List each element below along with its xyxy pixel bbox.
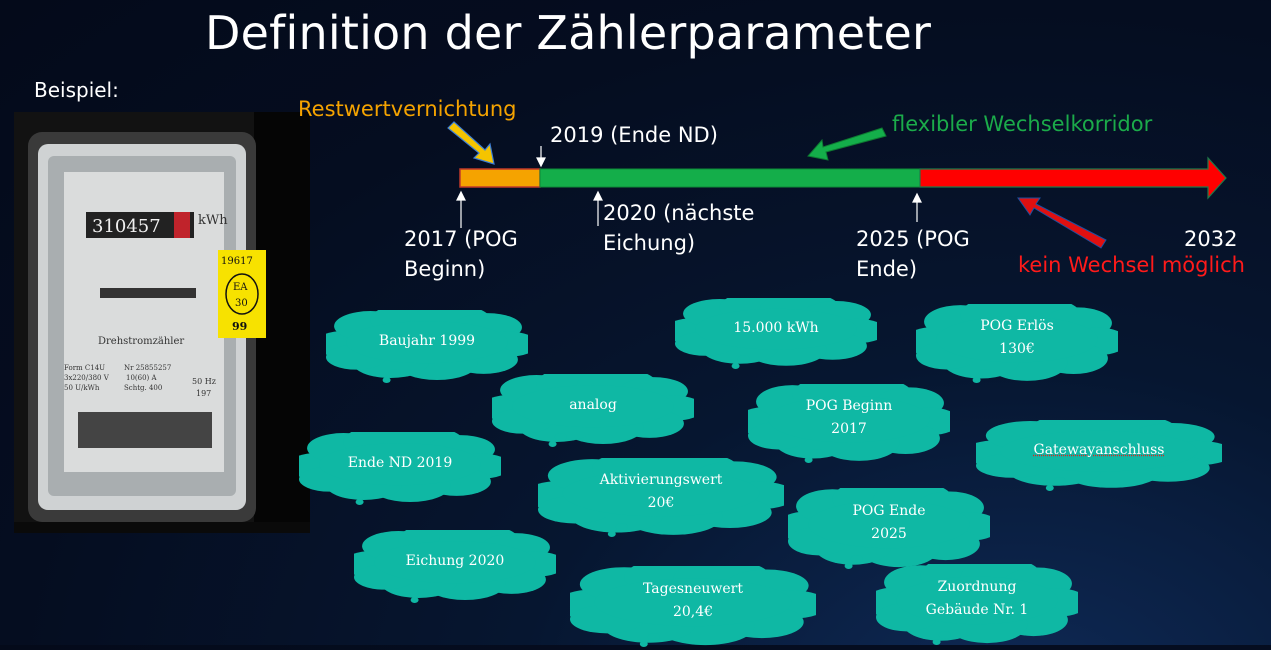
cloud-pog-beginn-line-2: 2017 xyxy=(748,418,950,441)
cloud-pog-erloes: POG Erlös130€ xyxy=(916,304,1118,386)
cloud-pog-ende-line-2: 2025 xyxy=(788,523,990,546)
callout-arrow-kein-wechsel xyxy=(1018,198,1106,248)
cloud-pog-ende: POG Ende2025 xyxy=(788,488,990,572)
pointer-eichung xyxy=(594,192,602,226)
cloud-aktivierung-line-1: Aktivierungswert xyxy=(538,469,784,492)
cloud-tagesneuwert-line-2: 20,4€ xyxy=(570,601,816,624)
cloud-kwh: 15.000 kWh xyxy=(675,298,877,372)
cloud-zuordnung-line-1: Zuordnung xyxy=(876,576,1078,599)
cloud-pog-ende-line-1: POG Ende xyxy=(788,500,990,523)
pointer-pog-ende xyxy=(913,194,921,222)
cloud-gateway: Gatewayanschluss xyxy=(976,420,1222,494)
cloud-tagesneuwert-line-1: Tagesneuwert xyxy=(570,578,816,601)
kein-wechsel-arrow xyxy=(920,158,1226,198)
cloud-pog-erloes-line-1: POG Erlös xyxy=(916,315,1118,338)
cloud-zuordnung: ZuordnungGebäude Nr. 1 xyxy=(876,564,1078,648)
cloud-ende-nd: Ende ND 2019 xyxy=(299,432,501,508)
cloud-aktivierung: Aktivierungswert20€ xyxy=(538,458,784,540)
cloud-ende-nd-line-1: Ende ND 2019 xyxy=(299,452,501,475)
cloud-pog-beginn-line-1: POG Beginn xyxy=(748,395,950,418)
cloud-baujahr-line-1: Baujahr 1999 xyxy=(326,330,528,353)
pointer-pog-beginn xyxy=(457,192,465,228)
cloud-analog: analog xyxy=(492,374,694,450)
cloud-gateway-line-1: Gatewayanschluss xyxy=(976,439,1222,462)
cloud-eichung-line-1: Eichung 2020 xyxy=(354,550,556,573)
cloud-tagesneuwert: Tagesneuwert20,4€ xyxy=(570,566,816,650)
pointer-ende-nd xyxy=(537,146,545,166)
callout-arrow-restwert xyxy=(448,122,494,164)
cloud-pog-beginn: POG Beginn2017 xyxy=(748,384,950,466)
cloud-pog-erloes-line-2: 130€ xyxy=(916,338,1118,361)
cloud-kwh-line-1: 15.000 kWh xyxy=(675,317,877,340)
restwert-segment xyxy=(460,169,540,187)
cloud-eichung: Eichung 2020 xyxy=(354,530,556,606)
cloud-aktivierung-line-2: 20€ xyxy=(538,492,784,515)
cloud-zuordnung-line-2: Gebäude Nr. 1 xyxy=(876,599,1078,622)
korridor-segment xyxy=(540,169,920,187)
cloud-analog-line-1: analog xyxy=(492,394,694,417)
callout-arrow-korridor xyxy=(808,128,886,160)
